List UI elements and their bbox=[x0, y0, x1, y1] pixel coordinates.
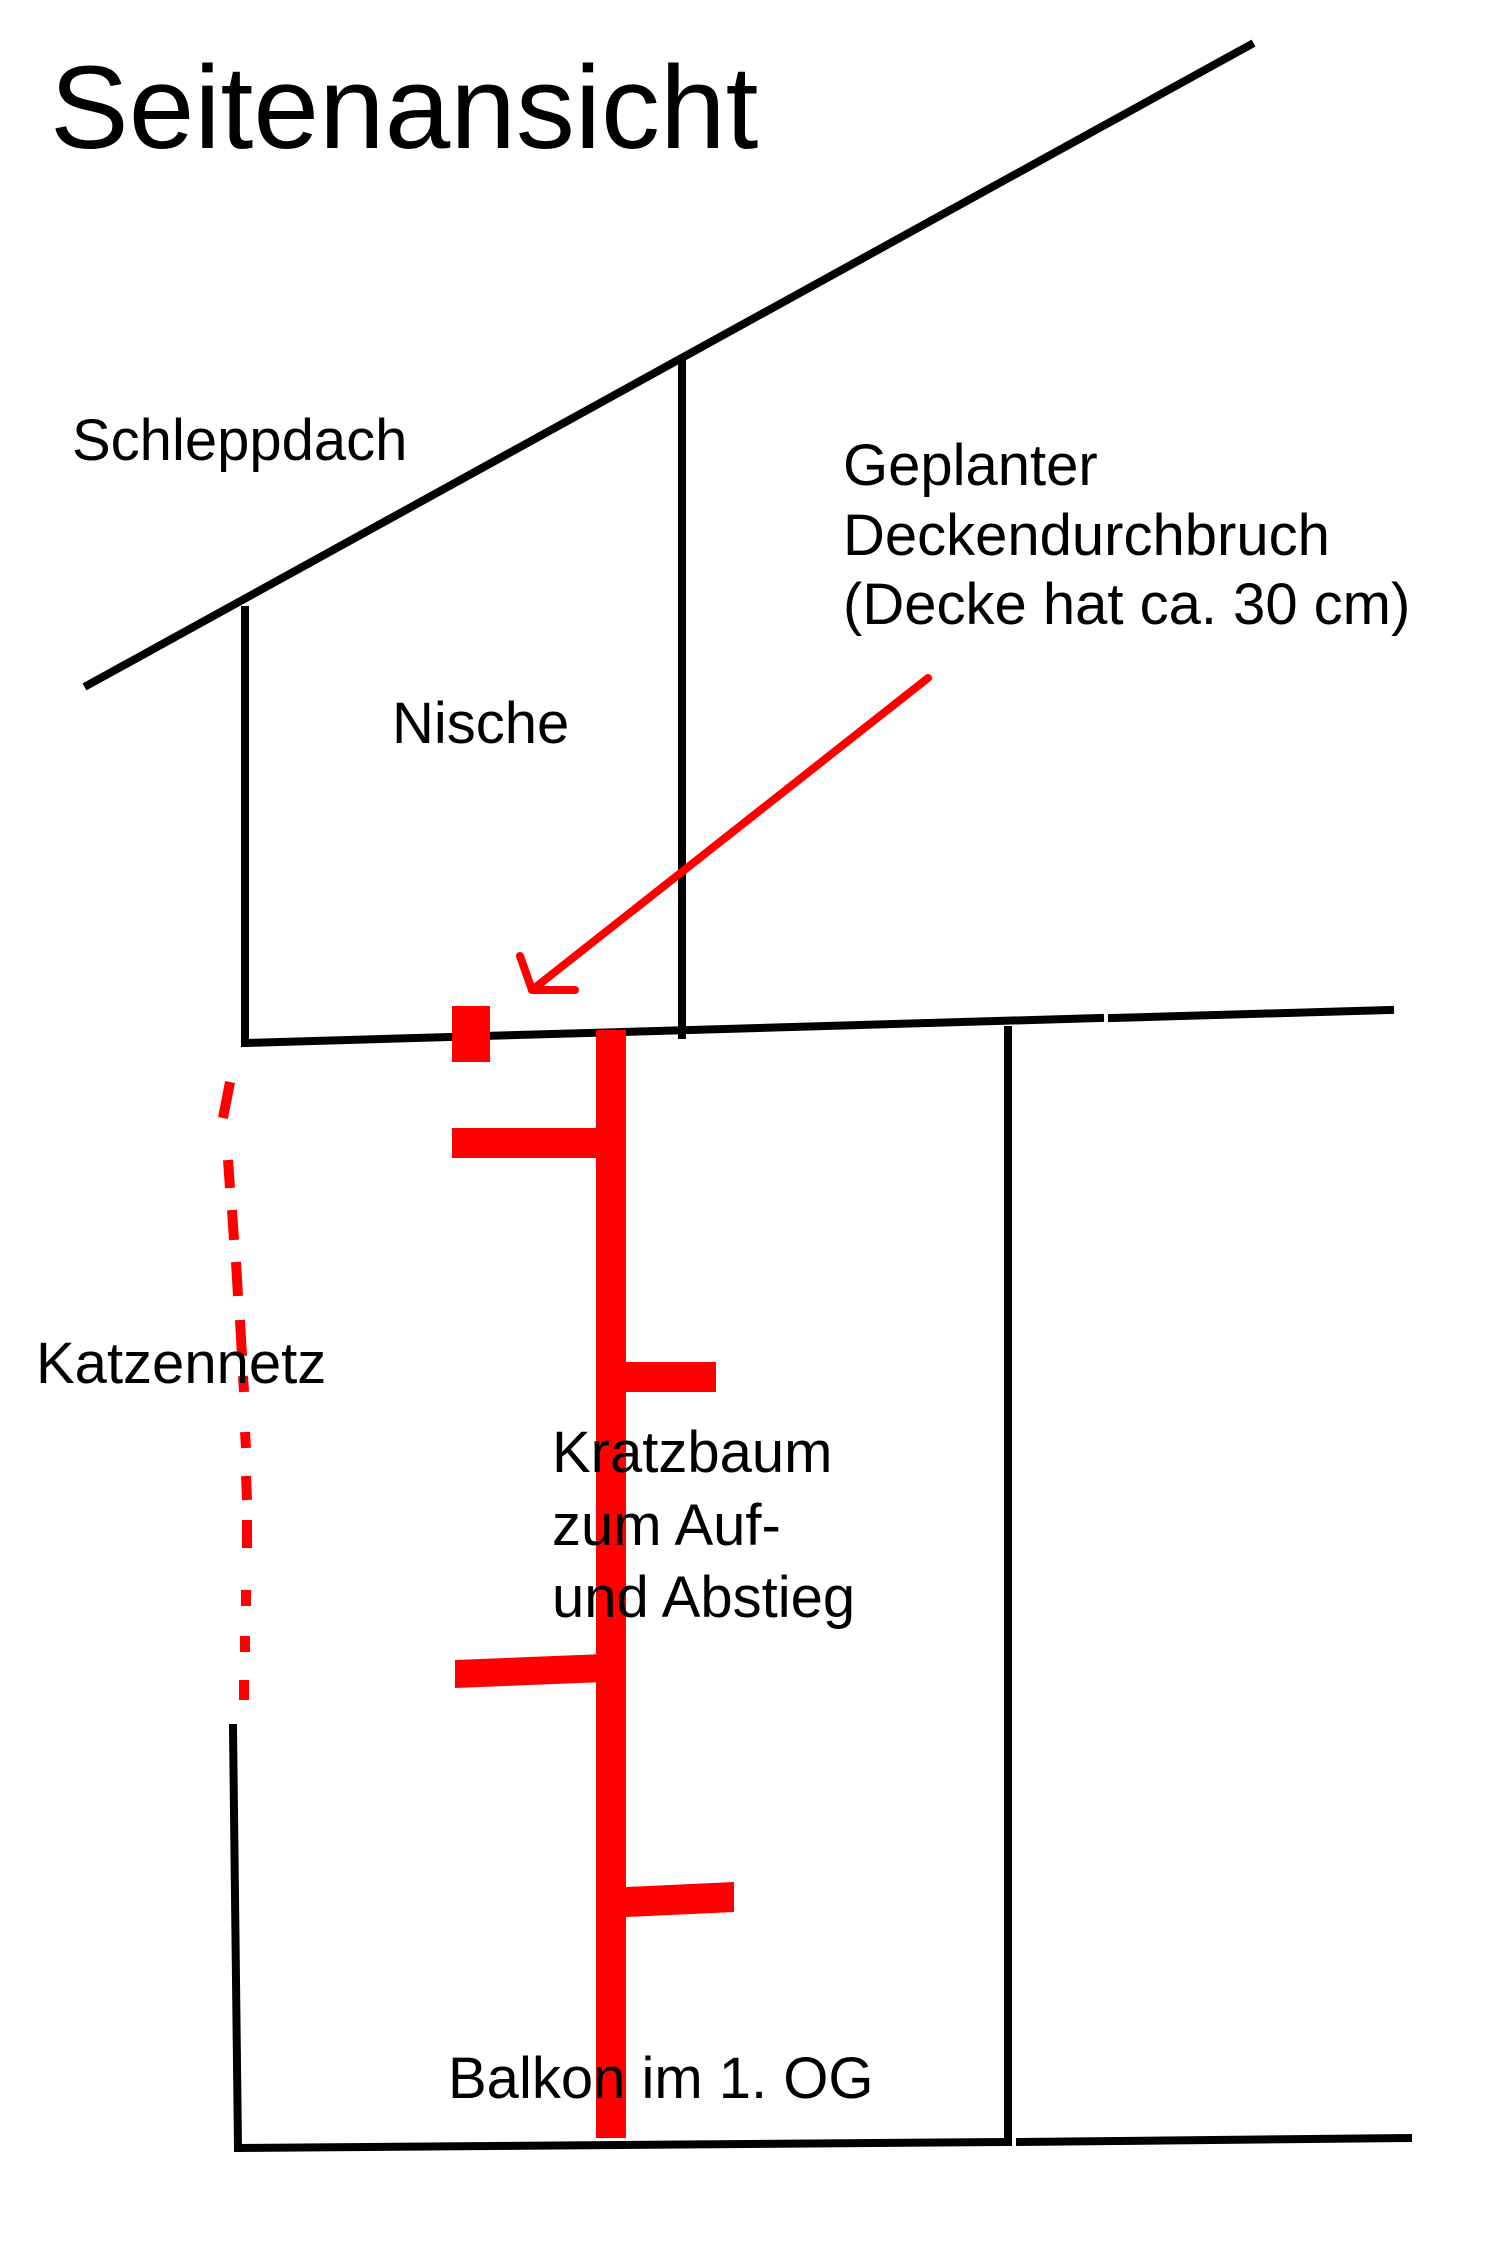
balcony-floor-right bbox=[1015, 2133, 1413, 2147]
post-trunk bbox=[596, 1030, 626, 2138]
arrow-icon bbox=[516, 674, 932, 994]
ceiling-line bbox=[240, 1013, 1105, 1048]
scratching-post bbox=[452, 1006, 734, 2138]
label-ceiling-note-3: (Decke hat ca. 30 cm) bbox=[843, 572, 1410, 637]
label-ceiling-note-1: Geplanter bbox=[843, 433, 1098, 498]
label-scratching-post-1: Kratzbaum bbox=[552, 1420, 832, 1485]
roof-line bbox=[82, 39, 1256, 691]
diagram-title: Seitenansicht bbox=[50, 42, 758, 174]
shelf-low-left bbox=[455, 1654, 604, 1688]
balcony-left-wall bbox=[228, 1723, 243, 2153]
ceiling-line-right bbox=[1107, 1005, 1395, 1023]
label-scratching-post-2: zum Auf- bbox=[552, 1493, 781, 1558]
label-niche: Nische bbox=[392, 691, 569, 756]
label-roof: Schleppdach bbox=[72, 408, 407, 473]
cat-net bbox=[218, 1081, 252, 1700]
label-balcony: Balkon im 1. OG bbox=[448, 2046, 873, 2111]
shelf-top-left bbox=[452, 1128, 604, 1158]
label-ceiling-note-2: Deckendurchbruch bbox=[843, 503, 1330, 568]
label-scratching-post-3: und Abstieg bbox=[552, 1565, 855, 1630]
ceiling-opening-marker bbox=[452, 1006, 490, 1062]
structure-lines bbox=[82, 39, 1413, 2153]
balcony-floor bbox=[233, 2137, 1005, 2153]
shelf-bottom-right bbox=[626, 1882, 734, 1917]
label-cat-net: Katzennetz bbox=[36, 1331, 326, 1396]
shelf-mid-right bbox=[626, 1362, 716, 1392]
